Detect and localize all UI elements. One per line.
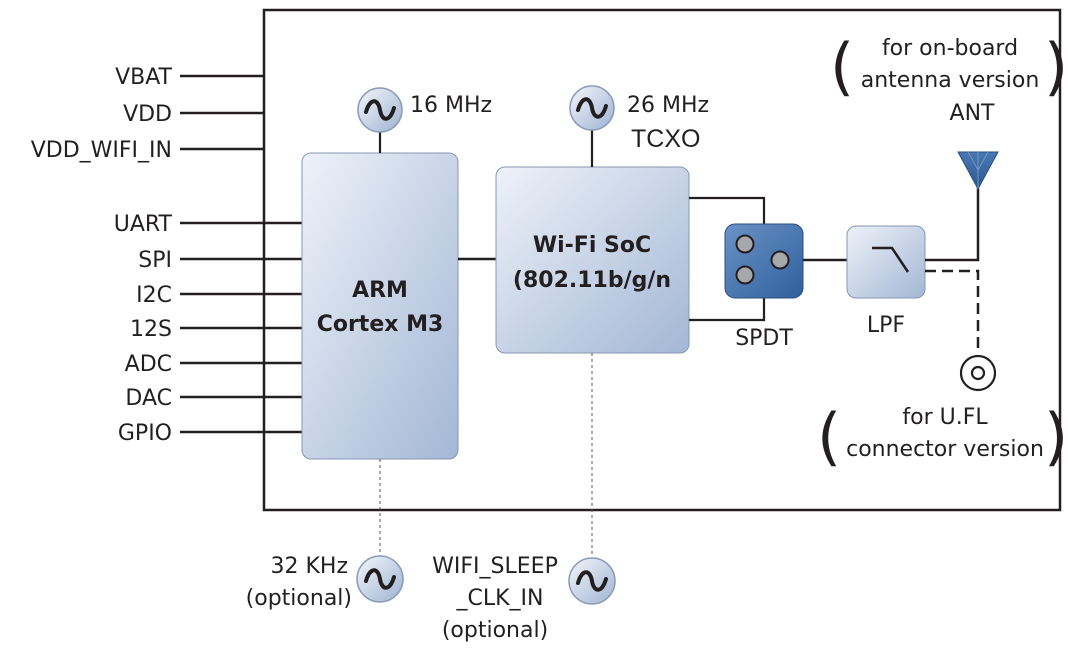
osc-32khz-label-line2: (optional)	[246, 586, 352, 611]
osc-32khz-label-line1: 32 KHz	[270, 554, 348, 579]
ufl-note-open-paren: (	[817, 400, 841, 473]
osc-sleep-label-line3: (optional)	[442, 618, 548, 643]
lpf-label: LPF	[867, 313, 905, 338]
lpf-filter-icon	[846, 225, 926, 299]
ufl-dashed-link	[925, 269, 980, 352]
oscillator-16mhz-icon	[357, 87, 403, 133]
ufl-connector-icon	[959, 354, 997, 392]
mcu-label-line1: ARM	[352, 278, 408, 303]
ufl-note-line1: for U.FL	[902, 405, 988, 430]
antenna-icon	[957, 151, 999, 191]
osc-sleep-label-line1: WIFI_SLEEP	[432, 554, 558, 579]
pin-label-vbat: VBAT	[115, 65, 172, 90]
wifi-soc-label-line2: (802.11b/g/n	[513, 268, 671, 293]
antenna-note-line1: for on-board	[882, 36, 1018, 61]
pin-label-uart: UART	[114, 212, 173, 237]
antenna-note-close-paren: )	[1044, 30, 1067, 103]
pin-label-dac: DAC	[125, 386, 172, 411]
ufl-note-line2: connector version	[846, 437, 1044, 462]
pin-label-vdd-wifi-in: VDD_WIFI_IN	[31, 138, 172, 163]
antenna-note-line2: antenna version	[861, 68, 1040, 93]
osc-26mhz-label-line2: TCXO	[631, 125, 700, 153]
osc-16mhz-label: 16 MHz	[410, 93, 492, 118]
io-pin-wires	[180, 221, 302, 434]
lpf-antenna-link	[925, 185, 980, 262]
mcu-label-line2: Cortex M3	[317, 312, 444, 337]
pin-label-spi: SPI	[138, 248, 172, 273]
wifi-soc-block	[495, 166, 690, 354]
wifi-spdt-wires	[689, 196, 766, 322]
osc-sleep-label-line2: _CLK_IN	[456, 586, 544, 611]
power-pin-wires	[180, 74, 264, 151]
pin-label-i2c: I2C	[136, 283, 172, 308]
antenna-note-open-paren: (	[830, 30, 854, 103]
oscillator-26mhz-icon	[569, 85, 615, 131]
ufl-note-close-paren: )	[1044, 400, 1067, 473]
pin-label-adc: ADC	[125, 352, 172, 377]
wifi-soc-label-line1: Wi-Fi SoC	[533, 233, 651, 258]
oscillator-32khz-icon	[356, 555, 404, 603]
pin-label-gpio: GPIO	[118, 421, 172, 446]
oscillator-wifi-sleep-icon	[568, 557, 616, 605]
osc-26mhz-label-line1: 26 MHz	[627, 93, 709, 118]
pin-label-vdd: VDD	[123, 102, 172, 127]
spdt-label: SPDT	[735, 326, 793, 351]
spdt-switch-icon	[724, 223, 804, 299]
antenna-label: ANT	[950, 101, 996, 126]
mcu-block	[301, 152, 459, 460]
pin-label-12s: 12S	[130, 317, 172, 342]
